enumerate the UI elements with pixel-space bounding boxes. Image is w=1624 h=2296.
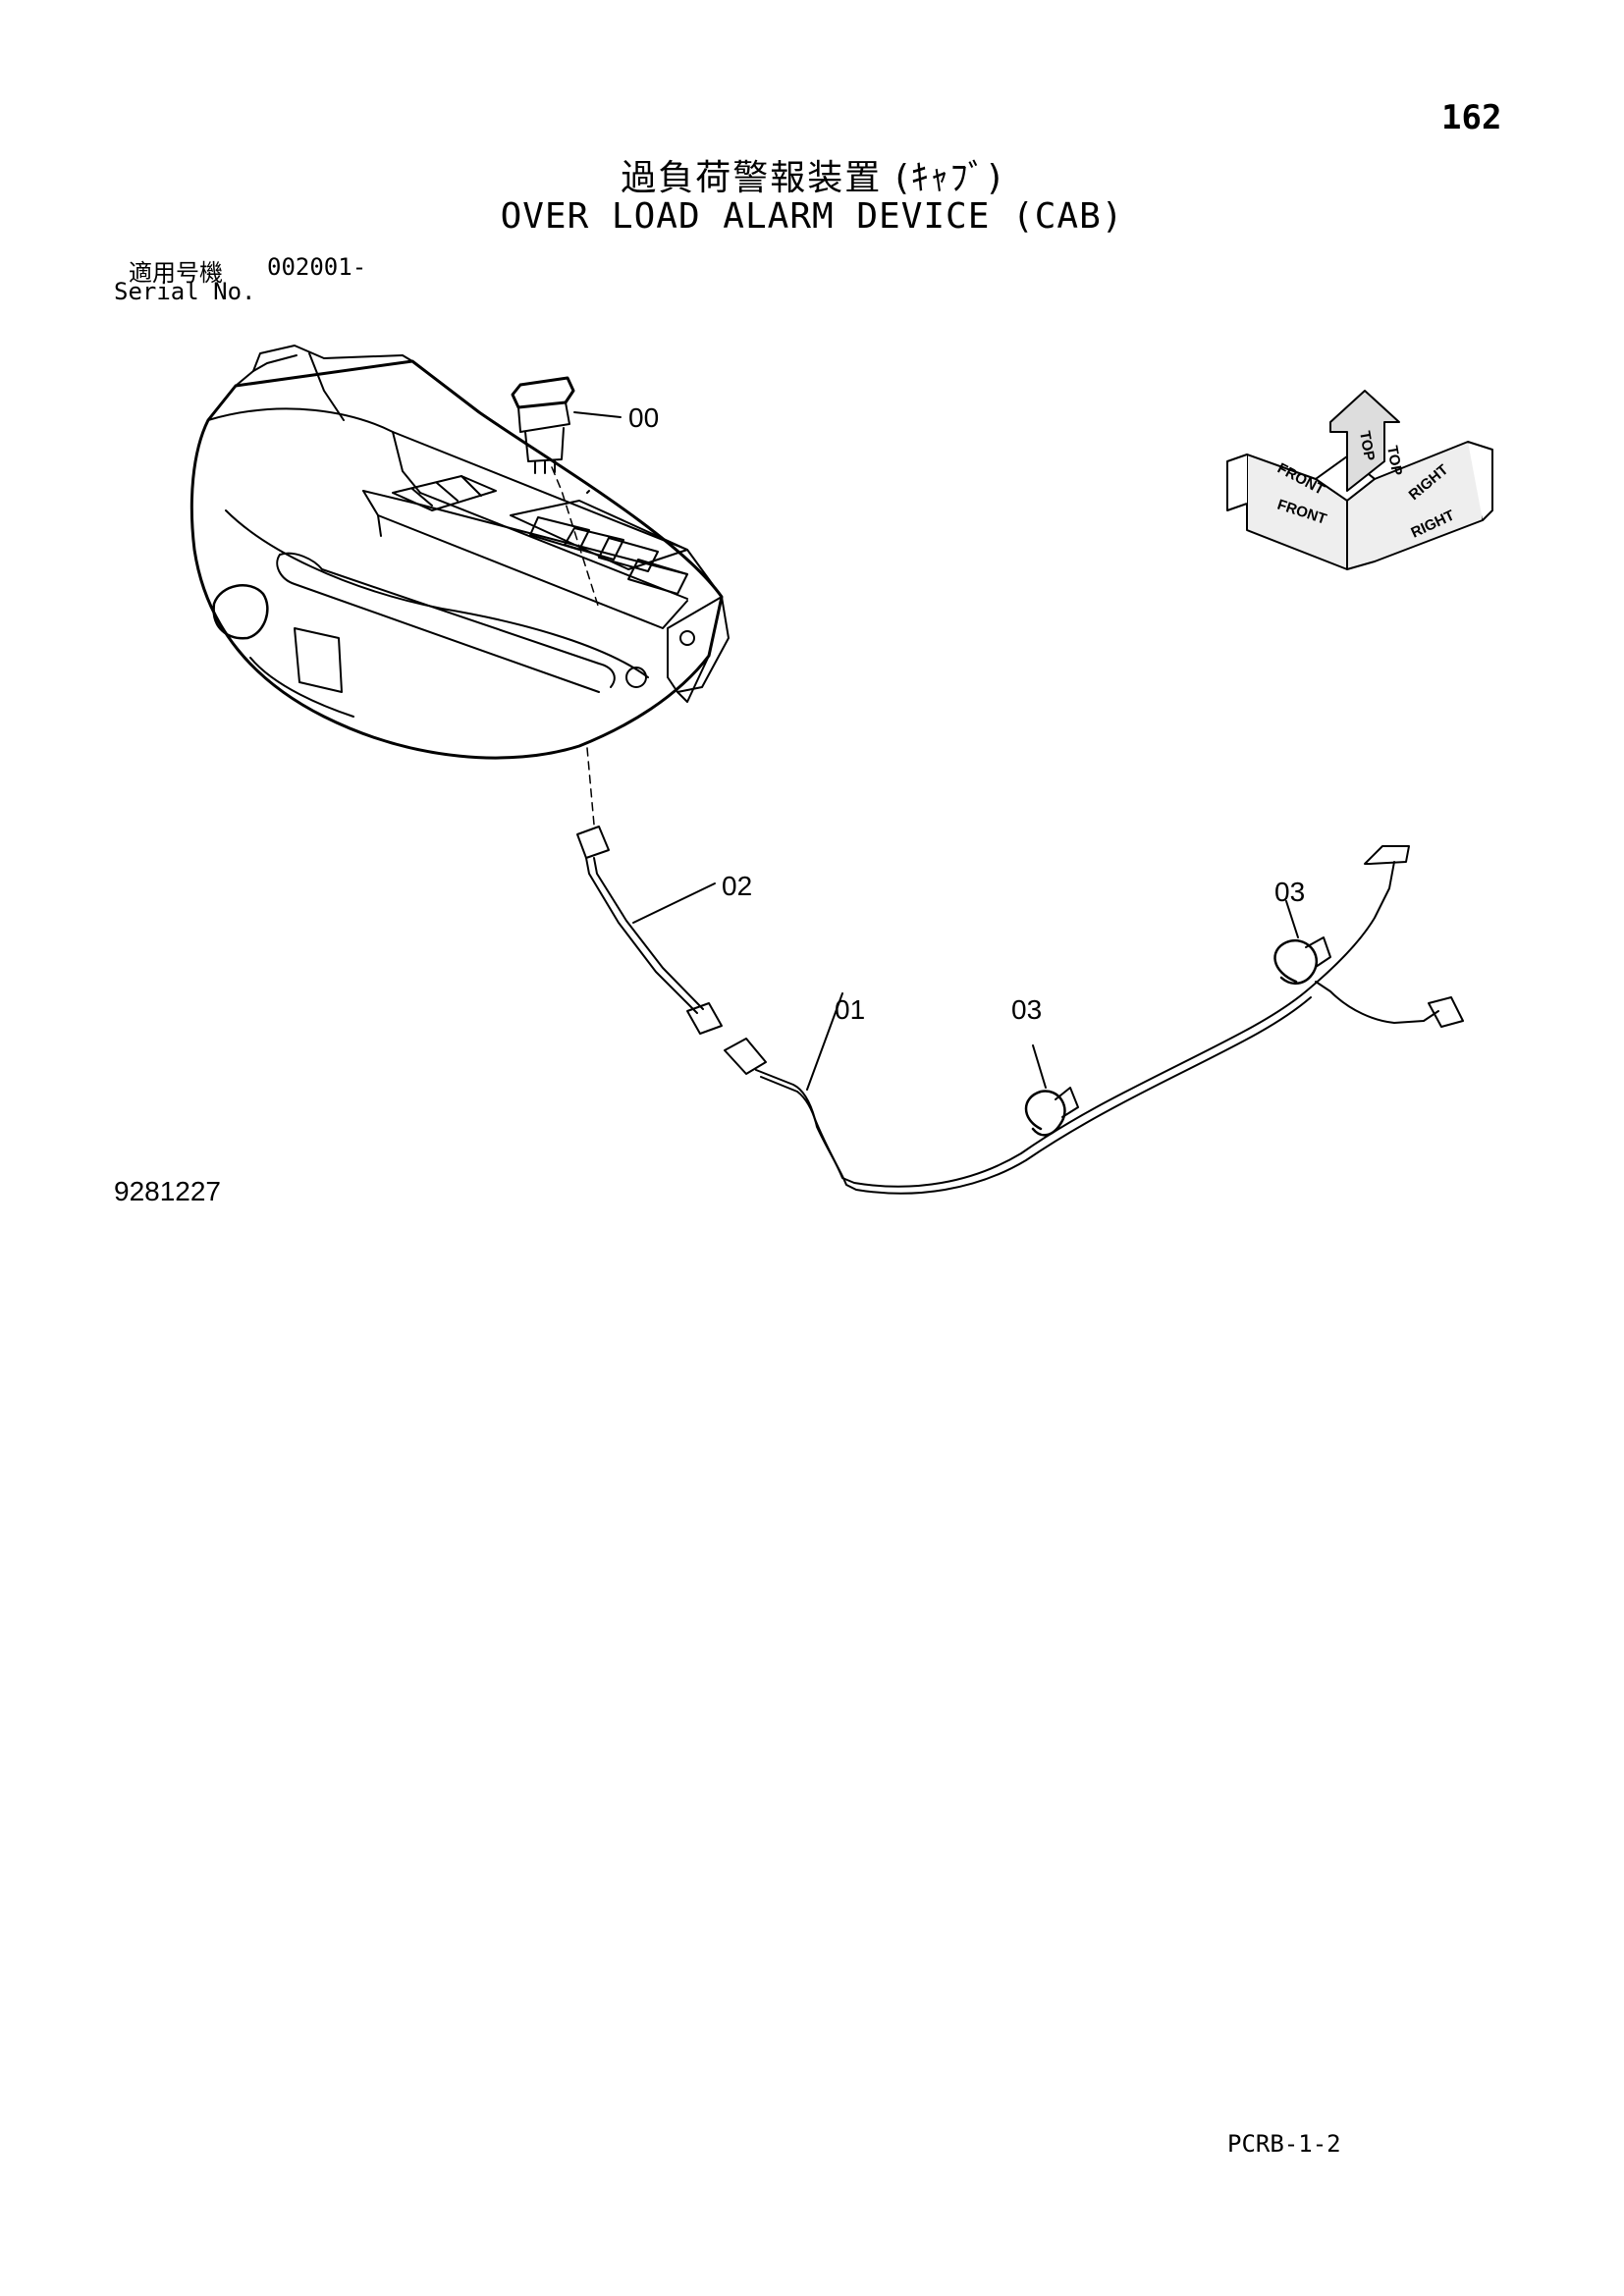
callout-labels: 00 02 01 03 03 bbox=[628, 402, 1305, 1025]
callout-02: 02 bbox=[722, 871, 752, 901]
figure-id: 9281227 bbox=[114, 1176, 222, 1206]
assembly-dashed-line bbox=[586, 747, 595, 826]
page-title-japanese: 過負荷警報装置 (ｷｬﾌﾞ) bbox=[621, 158, 1003, 198]
orientation-top-a: TOP bbox=[1356, 430, 1378, 462]
overload-switch-part bbox=[511, 376, 622, 610]
page-title-english: OVER LOAD ALARM DEVICE (CAB) bbox=[500, 196, 1124, 237]
harness-02-drawing bbox=[576, 826, 723, 1035]
page-number: 162 bbox=[1441, 98, 1502, 137]
console-switch-panel bbox=[392, 475, 688, 595]
serial-label-english: Serial No. bbox=[114, 278, 256, 305]
serial-label-japanese: 適用号機 bbox=[129, 259, 223, 287]
serial-number: 002001- bbox=[267, 253, 367, 281]
callout-03-right: 03 bbox=[1274, 877, 1305, 907]
orientation-top-b: TOP bbox=[1383, 445, 1405, 477]
clamp-drawings bbox=[1024, 900, 1331, 1137]
page-code: PCRB-1-2 bbox=[1227, 2130, 1341, 2158]
orientation-indicator bbox=[1226, 390, 1493, 570]
callout-01: 01 bbox=[835, 994, 865, 1025]
callout-00: 00 bbox=[628, 402, 659, 433]
callout-03-left: 03 bbox=[1011, 994, 1042, 1025]
